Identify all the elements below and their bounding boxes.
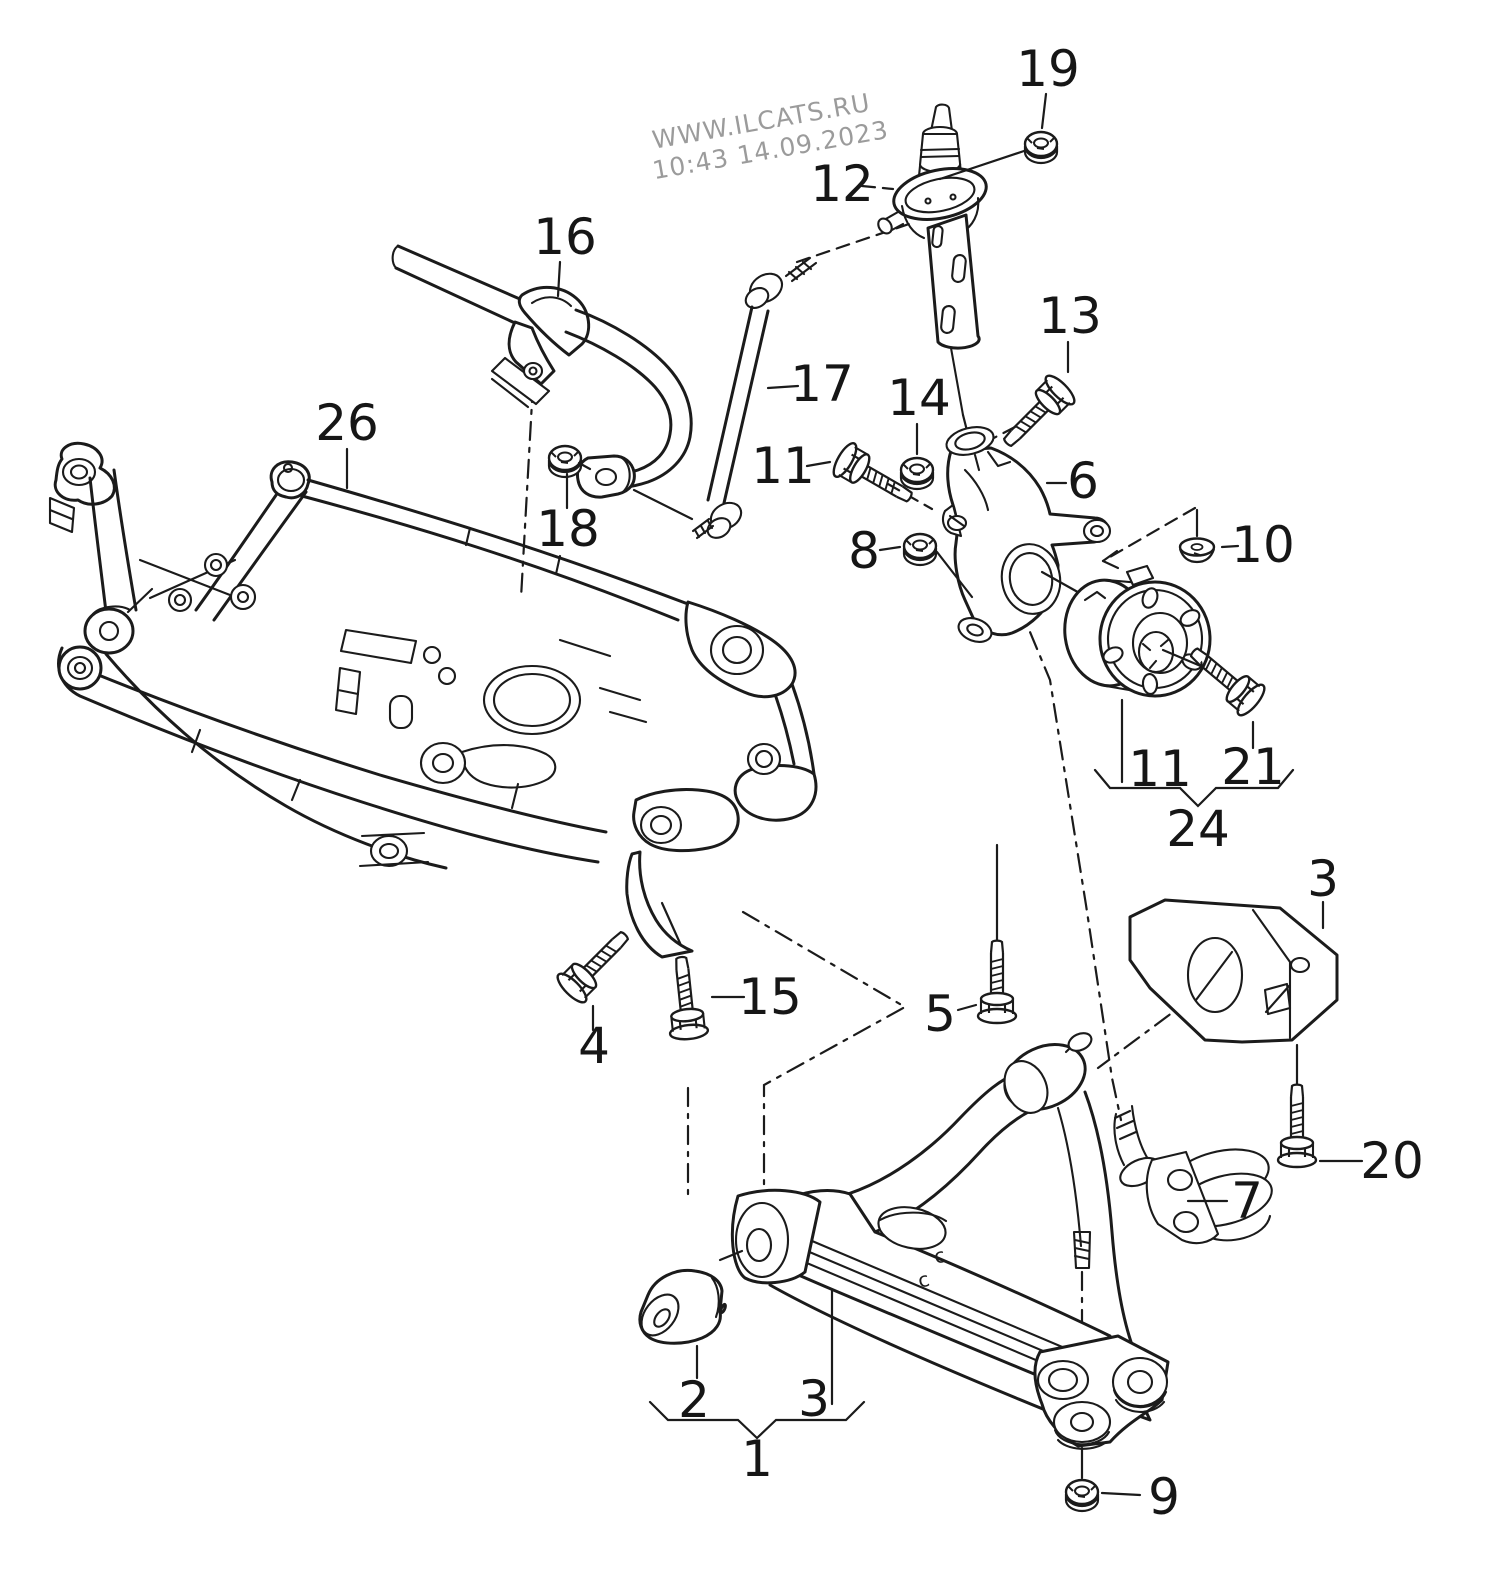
group-bracket-24 <box>1093 768 1295 808</box>
strut-top-nut <box>1023 130 1059 165</box>
push-nut-10 <box>1178 537 1216 564</box>
callout-14: 14 <box>887 369 951 427</box>
callout-7: 7 <box>1231 1172 1263 1230</box>
nut-18 <box>547 444 583 479</box>
callout-18: 18 <box>536 500 600 558</box>
bolt-5 <box>976 939 1018 1025</box>
callout-19: 19 <box>1016 40 1080 98</box>
callout-16: 16 <box>533 208 597 266</box>
stabilizer-link <box>691 256 818 540</box>
nut-14 <box>899 456 935 491</box>
callout-24: 24 <box>1166 800 1230 858</box>
ball-joint <box>1072 1104 1273 1270</box>
callout-26: 26 <box>315 394 379 452</box>
callout-3-bracket: 3 <box>1307 850 1339 908</box>
strut-axis-solid <box>949 346 965 417</box>
bolt-13 <box>992 370 1080 458</box>
callout-13: 13 <box>1038 287 1102 345</box>
callout-12: 12 <box>810 155 874 213</box>
callout-8: 8 <box>848 522 880 580</box>
callout-9: 9 <box>1148 1468 1180 1526</box>
nut-8 <box>902 532 938 567</box>
callout-20: 20 <box>1360 1132 1424 1190</box>
arm-front-bushing <box>638 1249 744 1345</box>
callout-21: 21 <box>1221 738 1285 796</box>
callout-11-pinch: 11 <box>751 437 815 495</box>
steering-knuckle <box>941 426 1112 643</box>
callout-1: 1 <box>741 1430 773 1488</box>
callout-10: 10 <box>1231 516 1295 574</box>
control-arm: c c <box>730 1032 1170 1480</box>
subframe-to-arm-axis <box>741 910 908 1194</box>
bolt-15 <box>661 953 710 1043</box>
callout-5: 5 <box>924 985 956 1043</box>
strut <box>877 103 988 350</box>
stabilizer-bar <box>391 244 694 521</box>
arm-mount-bracket <box>1128 898 1339 1044</box>
callouts: 19 12 16 17 13 14 11 6 8 10 26 18 15 4 1… <box>315 40 1424 1526</box>
bracket-to-arm-axis <box>1096 990 1202 1070</box>
subframe <box>48 441 818 959</box>
callout-15: 15 <box>738 968 802 1026</box>
callout-6: 6 <box>1067 452 1099 510</box>
group-bracket-1 <box>648 1400 866 1440</box>
nut-9 <box>1064 1478 1100 1513</box>
bolt-4 <box>552 920 640 1008</box>
link-to-strut-axis <box>795 221 914 264</box>
bolt-20 <box>1276 1083 1318 1169</box>
callout-17: 17 <box>790 355 854 413</box>
callout-3-bushing: 3 <box>798 1370 830 1428</box>
